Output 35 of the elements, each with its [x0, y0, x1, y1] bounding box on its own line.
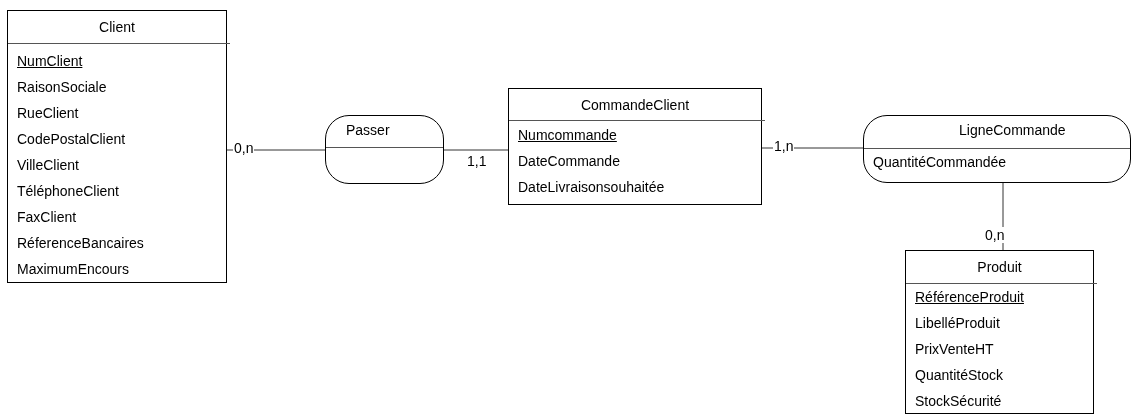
relationship-line [226, 149, 326, 151]
cardinality-label: 0,n [233, 140, 255, 156]
entity-box [508, 88, 762, 205]
entity-name: CommandeClient [579, 96, 691, 113]
attribute: CodePostalClient [17, 131, 126, 147]
cardinality-label: 1,n [773, 138, 795, 154]
primary-key-attribute: Numcommande [518, 127, 617, 143]
relationship-box [863, 115, 1131, 183]
primary-key-attribute: RéférenceProduit [915, 289, 1024, 305]
attribute: MaximumEncours [17, 261, 130, 277]
attribute: VilleClient [17, 157, 79, 173]
entity-box [7, 10, 227, 283]
attribute: RueClient [17, 105, 79, 121]
attribute: QuantitéCommandée [873, 154, 1007, 170]
attribute: DateCommande [518, 153, 620, 169]
relationship-name: LigneCommande [958, 121, 1067, 138]
entity-name: Client [98, 18, 136, 35]
attribute: DateLivraisonsouhaitée [518, 179, 665, 195]
primary-key-attribute: NumClient [17, 53, 83, 69]
attribute: PrixVenteHT [915, 341, 994, 357]
attribute: FaxClient [17, 209, 77, 225]
attribute: RéferenceBancaires [17, 235, 144, 251]
attribute: StockSécurité [915, 393, 1002, 409]
relationship-box [325, 115, 444, 184]
attribute: QuantitéStock [915, 367, 1003, 383]
relationship-line [443, 149, 509, 151]
cardinality-label: 0,n [984, 227, 1006, 243]
entity-name: Produit [976, 258, 1023, 275]
relationship-name: Passer [345, 121, 391, 138]
attribute: TéléphoneClient [17, 183, 119, 199]
relationship-line [761, 147, 864, 149]
attribute: LibelléProduit [915, 315, 1000, 331]
attribute: RaisonSociale [17, 79, 107, 95]
entity-box [905, 250, 1094, 414]
cardinality-label: 1,1 [466, 153, 488, 169]
